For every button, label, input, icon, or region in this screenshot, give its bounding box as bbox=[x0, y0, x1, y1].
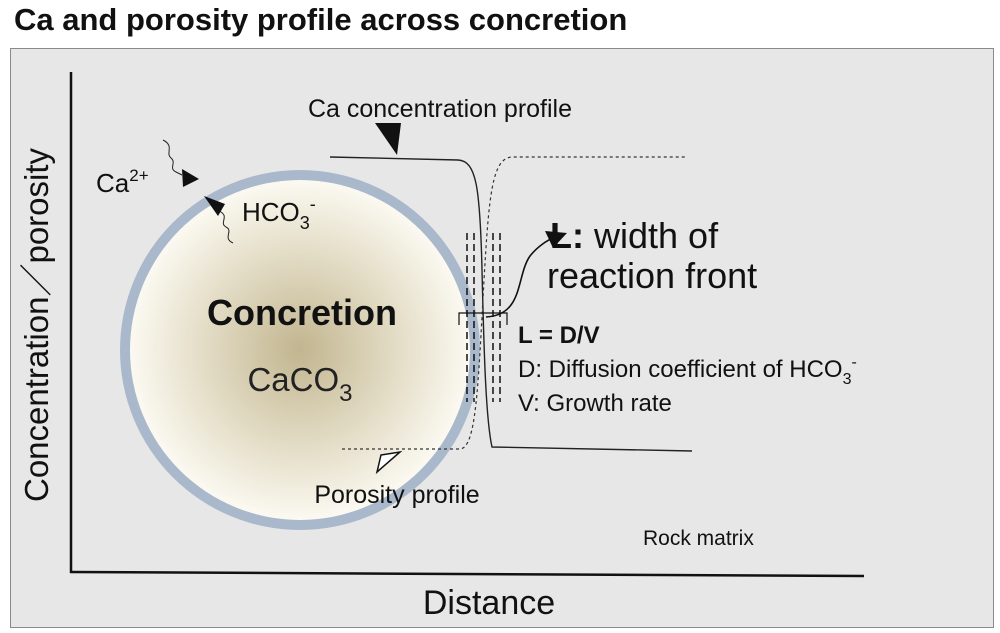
front-width-arrow bbox=[485, 237, 554, 318]
front-width-subtitle: reaction front bbox=[547, 255, 757, 296]
bicarbonate-ion-label: HCO3- bbox=[242, 194, 316, 233]
growth-rate-definition: V: Growth rate bbox=[518, 390, 672, 417]
porosity-profile-pointer bbox=[375, 450, 403, 475]
porosity-profile-label: Porosity profile bbox=[314, 481, 479, 509]
x-axis-label: Distance bbox=[423, 584, 555, 622]
front-width-title: L: width of bbox=[550, 215, 719, 256]
concretion-core bbox=[130, 180, 470, 520]
calcium-arrowhead bbox=[182, 169, 199, 187]
porosity-profile-curve bbox=[342, 156, 687, 450]
diffusion-definition: D: Diffusion coefficient of HCO3- bbox=[518, 354, 857, 388]
ca-concentration-curve bbox=[329, 156, 693, 452]
front-width-arrowhead bbox=[545, 231, 567, 248]
concretion-label: Concretion bbox=[207, 292, 397, 333]
ca-profile-label: Ca concentration profile bbox=[308, 95, 572, 123]
bicarbonate-arrowhead bbox=[204, 196, 225, 216]
bicarbonate-wavy-line bbox=[216, 209, 234, 244]
y-axis-label: Concentration／porosity bbox=[18, 147, 55, 502]
front-width-bracket bbox=[458, 312, 508, 325]
mineral-formula: CaCO3 bbox=[247, 361, 352, 407]
rock-matrix-label: Rock matrix bbox=[643, 527, 754, 550]
x-axis-line bbox=[69, 570, 865, 578]
front-equation: L = D/V bbox=[518, 322, 600, 349]
calcium-wavy-line bbox=[162, 139, 183, 176]
diagram-title: Ca and porosity profile across concretio… bbox=[14, 2, 628, 37]
ca-profile-pointer bbox=[375, 123, 401, 155]
calcium-ion-label: Ca2+ bbox=[96, 166, 149, 198]
